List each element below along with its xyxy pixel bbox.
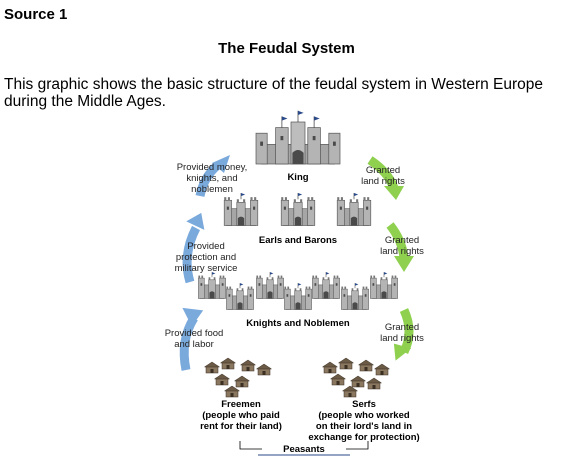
page-title: The Feudal System [218, 40, 355, 57]
left-label-top-2: knights, and [186, 173, 237, 184]
king-label: King [287, 172, 308, 183]
earls-castles [223, 192, 372, 227]
serfs-desc-1: (people who worked [318, 410, 410, 421]
down-arrow-top [367, 156, 399, 190]
up-arrows [179, 155, 230, 371]
down-arrow-bottom-head [393, 343, 412, 361]
right-label-bottom-2: land rights [380, 333, 424, 344]
left-label-middle-3: military service [175, 263, 238, 274]
up-arrow-middle-head [186, 212, 205, 230]
left-label-middle-1: Provided [187, 241, 225, 252]
freemen-desc-1: (people who paid [202, 410, 280, 421]
down-arrow-middle [386, 222, 409, 259]
down-arrows [367, 156, 414, 361]
up-arrow-top-head [212, 155, 230, 173]
up-arrow-bottom-head [182, 307, 204, 327]
intro-text: This graphic shows the basic structure o… [4, 76, 544, 110]
right-label-top-1: Granted [366, 165, 400, 176]
left-label-top-3: noblemen [191, 184, 233, 195]
right-label-bottom-1: Granted [385, 322, 419, 333]
serfs-desc-3: exchange for protection) [308, 432, 419, 443]
freemen-label: Freemen [221, 399, 261, 410]
knights-castles [197, 271, 399, 310]
down-arrow-top-head [384, 186, 404, 200]
down-arrow-middle-head [394, 256, 414, 272]
right-label-top-2: land rights [361, 176, 405, 187]
up-arrow-top [195, 161, 221, 198]
up-arrow-middle [182, 225, 201, 284]
left-label-bottom-2: and labor [174, 339, 214, 350]
serfs-huts [322, 357, 390, 398]
right-label-middle-1: Granted [385, 235, 419, 246]
freemen-desc-2: rent for their land) [200, 421, 282, 432]
king-castle [255, 110, 341, 165]
serfs-desc-2: on their lord's land in [316, 421, 412, 432]
earls-label: Earls and Barons [259, 235, 337, 246]
left-label-bottom-1: Provided food [165, 328, 224, 339]
left-label-middle-2: protection and [176, 252, 236, 263]
source-label: Source 1 [4, 6, 68, 23]
serfs-label: Serfs [352, 399, 376, 410]
peasants-label: Peasants [283, 444, 325, 455]
left-label-top-1: Provided money, [177, 162, 248, 173]
knights-label: Knights and Noblemen [246, 318, 350, 329]
right-label-middle-2: land rights [380, 246, 424, 257]
freemen-huts [204, 357, 272, 398]
